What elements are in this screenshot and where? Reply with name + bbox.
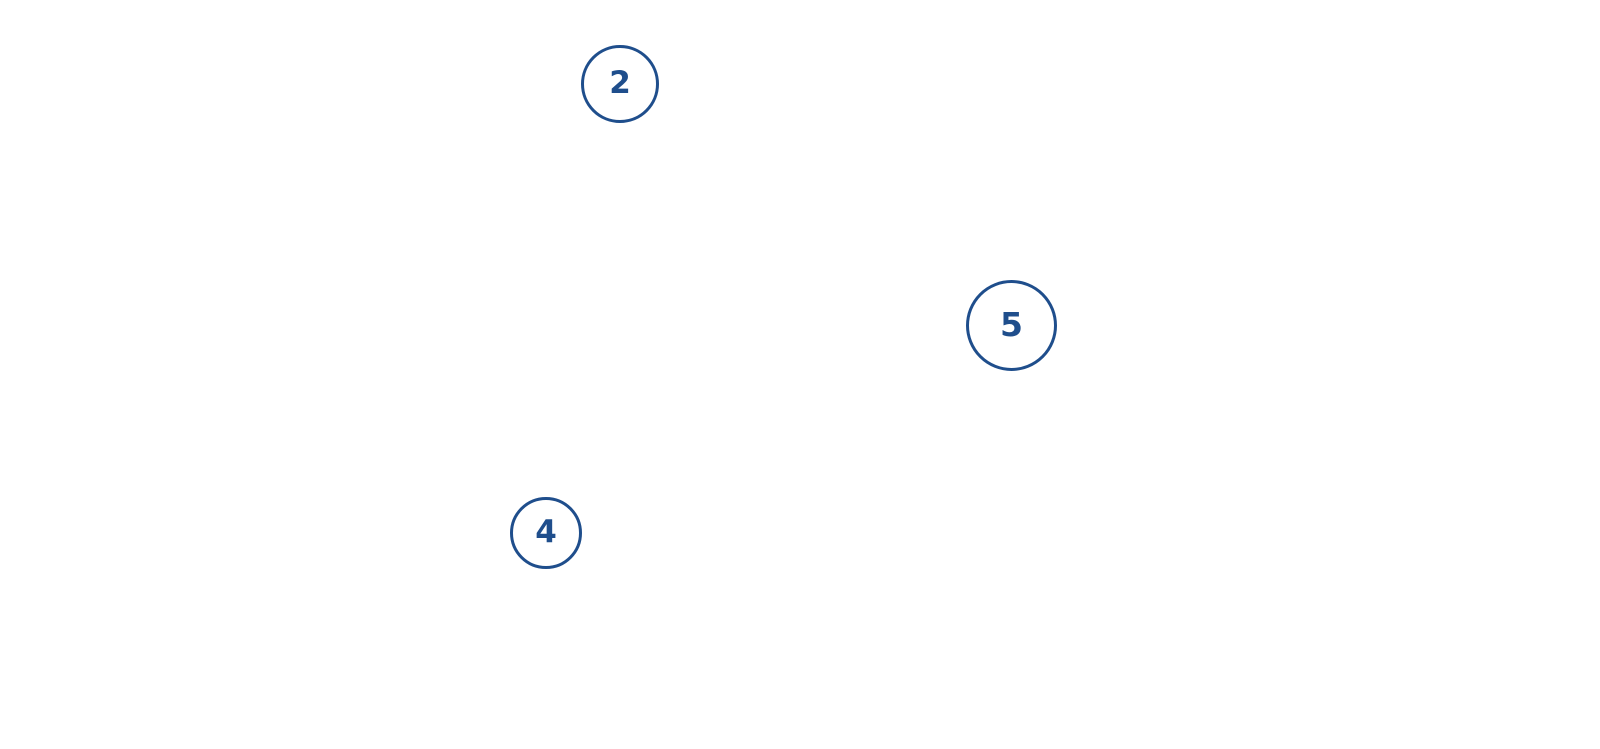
node-label: 4 (535, 513, 557, 550)
node-label: 2 (609, 64, 631, 101)
diagram-node-2: 2 (581, 45, 659, 123)
node-label: 5 (1000, 305, 1023, 344)
diagram-node-5: 5 (966, 280, 1057, 371)
diagram-node-4: 4 (510, 497, 582, 569)
